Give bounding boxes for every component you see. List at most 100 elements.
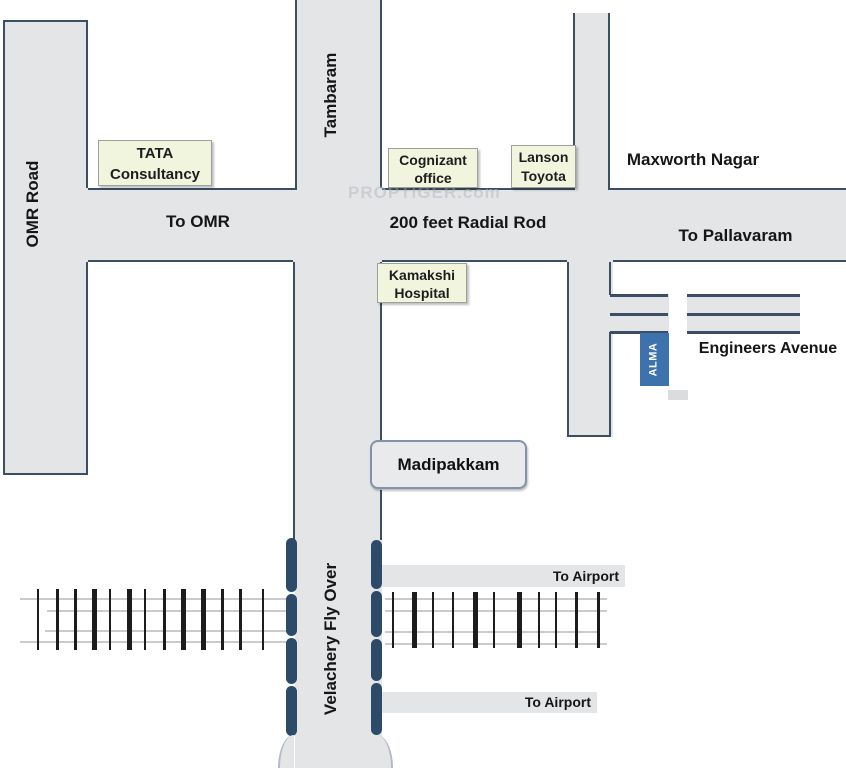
flyover-marking <box>371 683 382 735</box>
road-edge-line <box>382 188 573 190</box>
road-label-omr: OMR Road <box>23 160 42 248</box>
road-edge-line <box>380 490 382 540</box>
railway-tick <box>144 589 146 650</box>
road-label-to-airport-bottom: To Airport <box>524 694 591 710</box>
road-edge-line <box>573 13 575 190</box>
road-edge-line <box>293 262 295 540</box>
area-label-maxworth-nagar: Maxworth Nagar <box>626 150 760 169</box>
landmark-label-line: TATA <box>136 145 174 162</box>
railway-tick <box>493 592 495 648</box>
railway-tick <box>74 589 77 650</box>
railway-tick <box>452 592 454 648</box>
road-label-to-omr: To OMR <box>166 212 230 231</box>
north-branch-road-surface <box>573 13 610 190</box>
railway-line <box>385 643 607 645</box>
railway-tick <box>109 589 111 650</box>
railway-tick <box>392 592 394 648</box>
cross-street-gap <box>669 294 687 336</box>
landmark-alma-box <box>640 333 669 386</box>
road-label-velachery-fly-over: Velachery Fly Over <box>321 562 340 716</box>
radial-road-surface <box>3 188 846 262</box>
road-edge-line <box>687 331 800 334</box>
road-edge-line <box>88 260 293 262</box>
road-edge-line <box>687 294 800 297</box>
road-edge-line <box>380 0 382 188</box>
railway-right-ticks <box>0 592 846 648</box>
landmark-kamakshi-hospital: Kamakshi Hospital <box>377 263 467 303</box>
landmark-tata-consultancy: TATA Consultancy <box>98 140 212 186</box>
south-branch-road-surface <box>567 262 613 437</box>
area-box-madipakkam: Madipakkam <box>370 440 527 489</box>
road-label-to-pallavaram: To Pallavaram <box>678 226 793 245</box>
road-flare-left <box>278 735 294 768</box>
road-edge-line <box>687 313 800 316</box>
cross-street-stub <box>668 390 688 400</box>
road-edge-line <box>88 188 297 190</box>
railway-line <box>385 598 607 600</box>
railway-tick <box>92 589 97 650</box>
road-edge-line <box>380 262 382 440</box>
road-edge-line <box>608 13 610 190</box>
flyover-marking <box>286 638 297 684</box>
landmark-cognizant-office: Cognizant office <box>388 148 478 188</box>
railway-tick <box>432 592 434 648</box>
landmark-label-line: Toyota <box>521 168 566 184</box>
road-edge-line <box>86 22 88 188</box>
landmark-label-line: Kamakshi <box>388 267 456 283</box>
landmark-label-line: Lanson <box>518 149 569 165</box>
landmark-label-line: office <box>414 170 452 186</box>
railway-line <box>45 630 287 632</box>
road-edge-line <box>3 473 88 475</box>
railway-tick <box>127 589 132 650</box>
railway-line <box>385 631 600 633</box>
road-edge-line <box>610 313 668 316</box>
landmark-label-alma: ALMA <box>647 342 660 377</box>
road-label-to-airport-top: To Airport <box>552 568 619 584</box>
railway-line <box>20 598 287 600</box>
road-flare-right <box>377 735 393 768</box>
railway-tick <box>538 592 540 648</box>
flyover-marking <box>286 686 297 736</box>
railway-tick <box>517 592 522 648</box>
road-edge-line <box>295 0 297 188</box>
central-road-surface <box>295 0 382 768</box>
road-edge-line <box>86 262 88 473</box>
road-edge-line <box>610 294 668 297</box>
railway-tick <box>56 589 59 650</box>
airport-road-top-surface <box>382 565 625 587</box>
railway-tick <box>473 592 478 648</box>
road-edge-line <box>567 262 569 435</box>
railway-tick <box>181 589 186 650</box>
road-edge-line <box>3 20 5 473</box>
road-edge-line <box>610 188 846 190</box>
railway-tick <box>412 592 417 648</box>
landmark-label-line: Cognizant <box>399 152 467 168</box>
railway-tick <box>201 589 206 650</box>
railway-line <box>47 610 287 612</box>
railway-tick <box>555 592 557 648</box>
railway-tick <box>575 592 578 648</box>
railway-tick <box>37 589 39 650</box>
road-edge-line <box>613 260 846 262</box>
road-edge-line <box>609 332 611 435</box>
railway-tick <box>262 589 264 650</box>
landmark-label-line: Hospital <box>394 285 450 301</box>
flyover-marking <box>371 540 382 589</box>
road-edge-line <box>3 20 88 22</box>
road-edge-line <box>382 260 567 262</box>
flyover-marking <box>286 594 297 636</box>
road-edge-line <box>567 435 611 437</box>
railway-tick <box>221 589 224 650</box>
railway-tick <box>239 589 242 650</box>
landmark-label-line: Consultancy <box>109 166 200 183</box>
area-label-madipakkam: Madipakkam <box>397 455 500 474</box>
airport-road-bottom-surface <box>382 692 597 713</box>
railway-left-ticks <box>0 589 846 650</box>
road-edge-line <box>610 331 668 334</box>
railway-tick <box>597 592 600 648</box>
flyover-marking <box>371 591 382 637</box>
flyover-marking <box>371 639 382 681</box>
flyover-marking <box>286 538 297 592</box>
road-label-engineers-avenue: Engineers Avenue <box>698 340 838 357</box>
